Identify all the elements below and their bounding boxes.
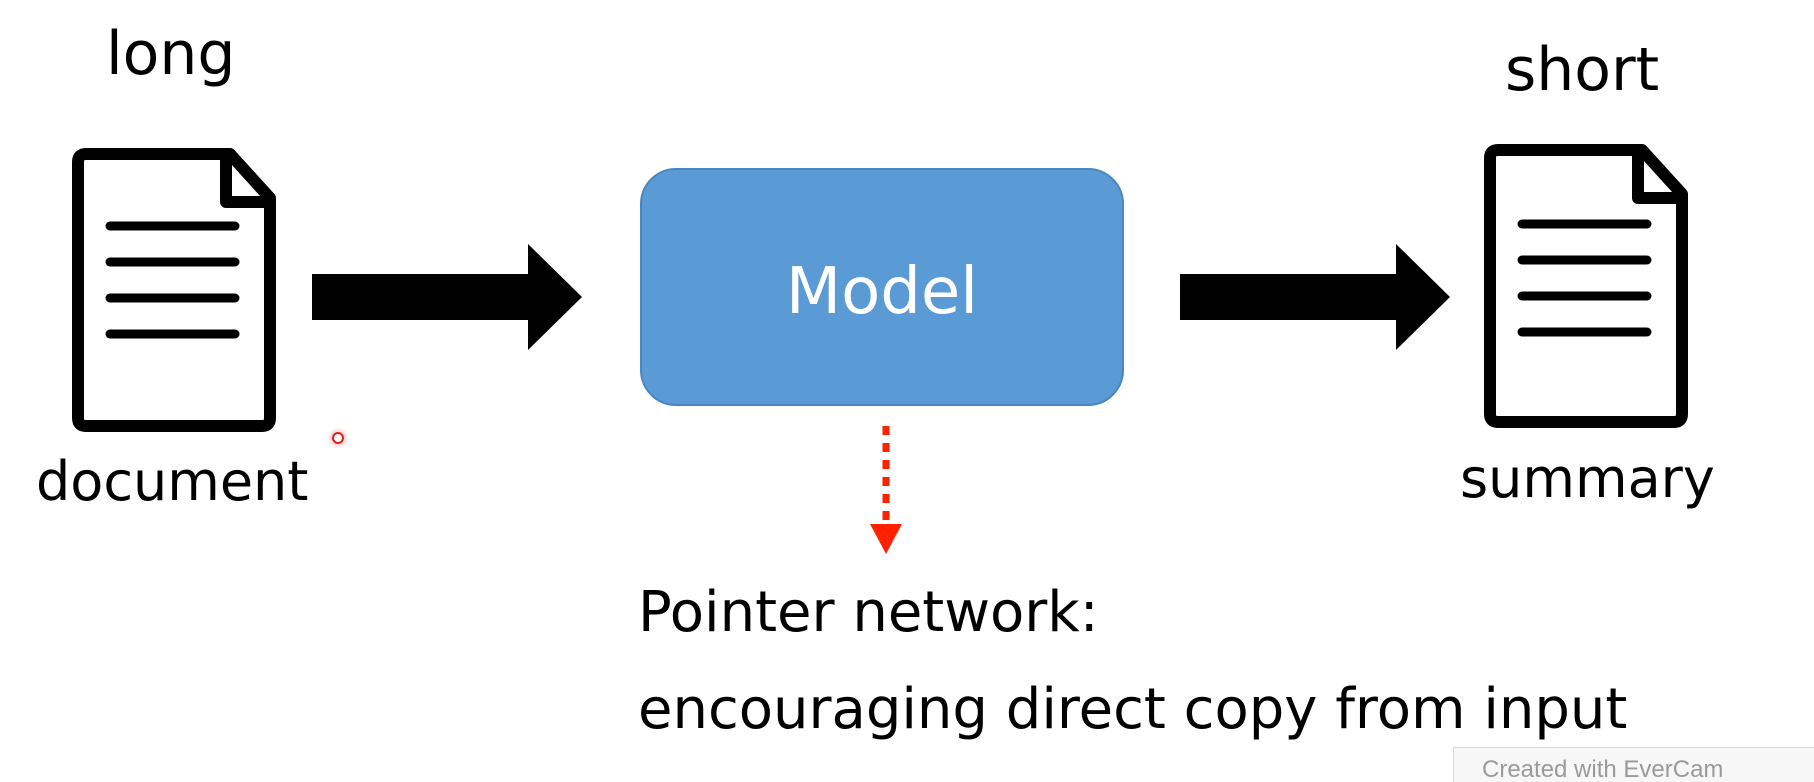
output-summary-label: summary — [1460, 447, 1715, 510]
model-box: Model — [640, 168, 1124, 406]
input-document-label: document — [36, 450, 309, 513]
mouse-cursor-indicator — [328, 428, 348, 448]
pointer-arrow-icon — [870, 426, 902, 554]
pointer-network-title: Pointer network: — [638, 580, 1099, 645]
model-label: Model — [785, 255, 979, 329]
pointer-network-description: encouraging direct copy from input — [638, 677, 1628, 742]
output-size-label: short — [1505, 35, 1660, 105]
watermark: Created with EverCam — [1453, 747, 1814, 782]
input-document-icon — [72, 148, 276, 432]
output-document-icon — [1484, 144, 1688, 428]
model-to-summary-arrow-icon — [1180, 244, 1450, 350]
watermark-text: Created with EverCam — [1482, 756, 1724, 782]
input-size-label: long — [106, 19, 236, 89]
input-to-model-arrow-icon — [312, 244, 582, 350]
